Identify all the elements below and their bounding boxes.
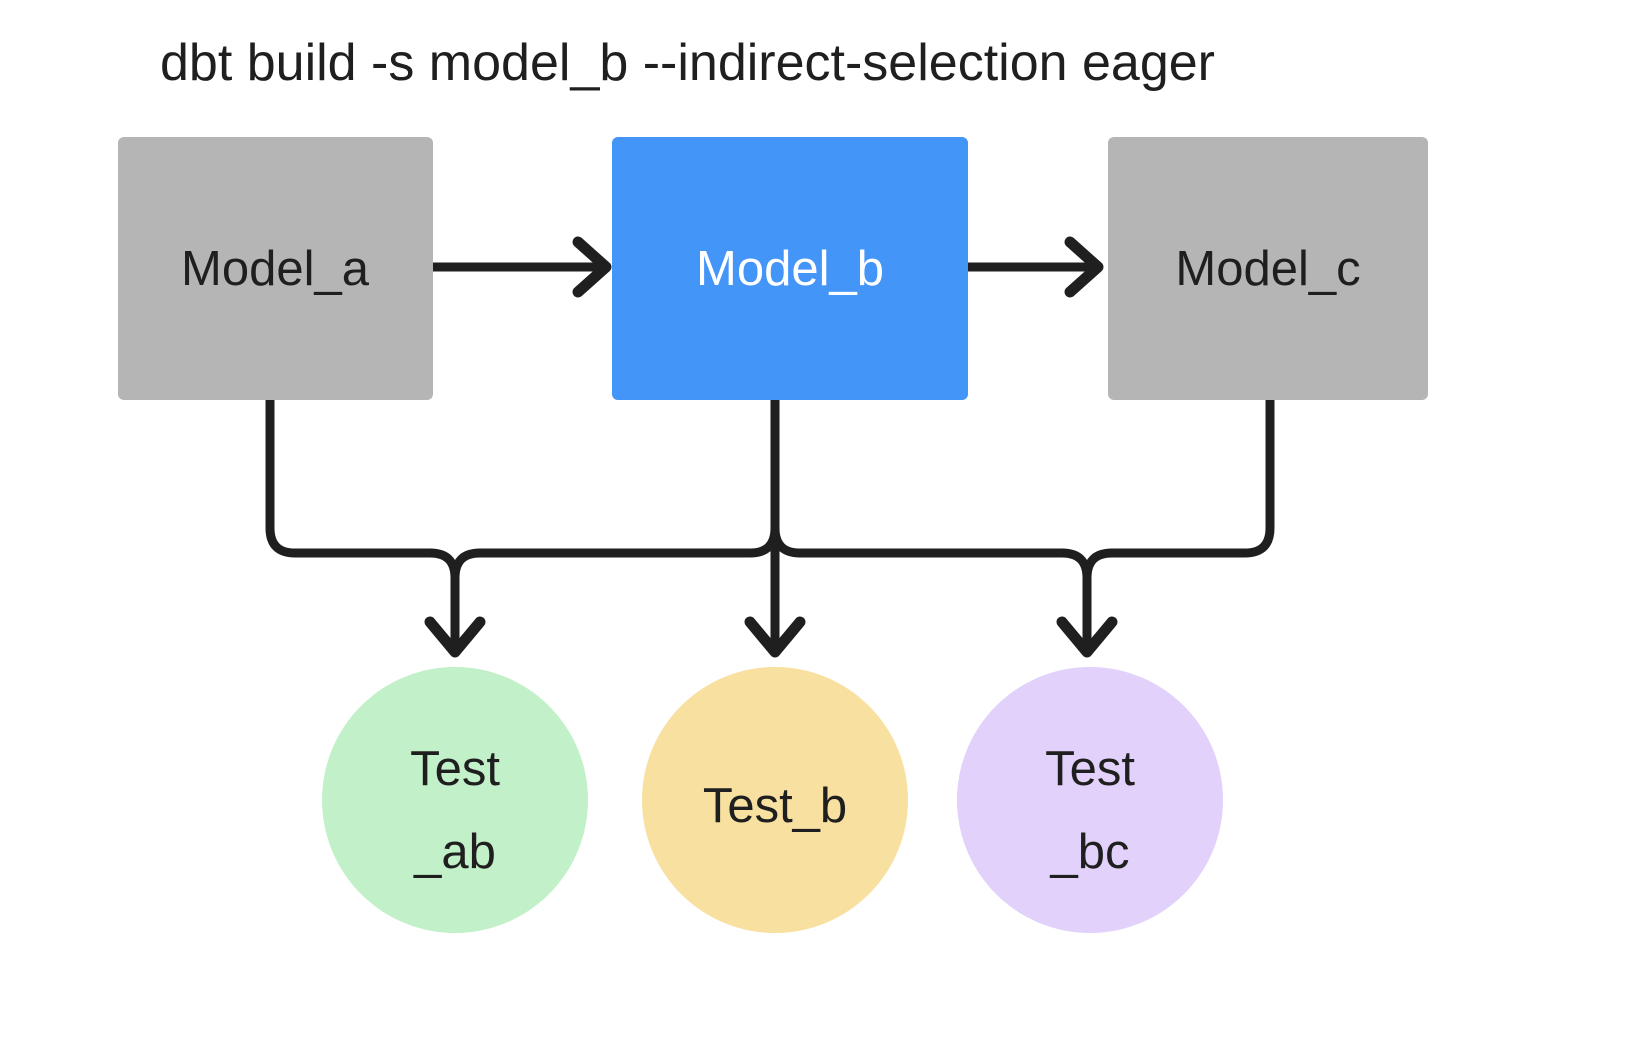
edge-model-b-to-model-c: [963, 236, 1104, 298]
node-test-ab-label-line2: _ab: [413, 825, 496, 879]
node-model-b[interactable]: Model_b: [612, 137, 968, 400]
edge-model-a-to-model-b: [428, 236, 612, 298]
node-test-bc-label-line2: _bc: [1049, 825, 1129, 879]
arrowhead-test-ab: [424, 616, 486, 658]
node-model-c[interactable]: Model_c: [1108, 137, 1428, 400]
node-model-c-label: Model_c: [1175, 242, 1360, 296]
node-model-c-shape[interactable]: [1108, 137, 1428, 400]
node-test-bc-shape[interactable]: [957, 667, 1223, 933]
node-model-b-shape[interactable]: [612, 137, 968, 400]
node-test-ab-shape[interactable]: [322, 667, 588, 933]
node-test-bc[interactable]: Test _bc: [957, 667, 1223, 933]
node-test-b[interactable]: Test_b: [642, 667, 908, 933]
edge-model-a-to-test-ab: [265, 395, 460, 650]
node-test-bc-label-line1: Test: [1045, 742, 1135, 796]
node-test-b-label-line1: Test_b: [703, 779, 847, 833]
edge-model-c-to-test-bc: [1082, 395, 1275, 583]
edge-model-b-to-test-ab: [450, 395, 780, 583]
page-title: dbt build -s model_b --indirect-selectio…: [160, 34, 1215, 92]
node-model-a-label: Model_a: [181, 242, 370, 296]
node-model-a[interactable]: Model_a: [118, 137, 433, 400]
node-test-ab[interactable]: Test _ab: [322, 667, 588, 933]
node-test-ab-label-line1: Test: [410, 742, 500, 796]
arrowhead-test-b: [744, 616, 806, 658]
arrowhead-test-bc: [1056, 616, 1118, 658]
node-model-b-label: Model_b: [696, 242, 884, 296]
node-model-a-shape[interactable]: [118, 137, 433, 400]
node-test-b-shape[interactable]: [642, 667, 908, 933]
edge-model-b-to-test-bc: [770, 395, 1092, 650]
